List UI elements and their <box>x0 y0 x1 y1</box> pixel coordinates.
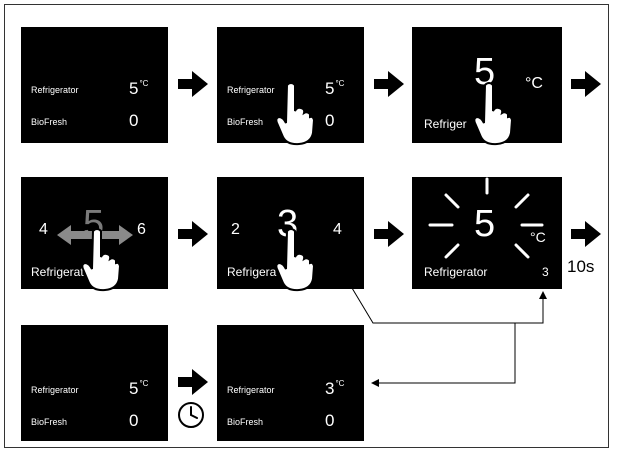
unit-label: °C <box>530 229 546 245</box>
compartment-name: Refriger <box>424 117 467 131</box>
biofresh-label: BioFresh <box>227 117 264 127</box>
blink-rays <box>428 177 544 259</box>
lower-value: 2 <box>231 221 240 238</box>
biofresh-value: 0 <box>129 411 139 430</box>
biofresh-value: 0 <box>129 111 139 130</box>
compartment-name: Refrigerator <box>424 265 488 279</box>
timer-label: 10s <box>567 257 595 276</box>
refrigerator-label: Refrigerator <box>227 85 275 95</box>
unit-label: °C <box>525 75 543 92</box>
right-arrow-icon <box>178 221 208 247</box>
display-screen-6: 5 °C Refrigerator 3 <box>412 177 562 289</box>
right-arrow-icon <box>178 71 208 97</box>
biofresh-value: 0 <box>325 111 335 130</box>
hand-touch-icon <box>275 82 316 146</box>
display-screen-8: Refrigerator 3°C BioFresh 0 <box>217 325 364 441</box>
refrigerator-label: Refrigerator <box>227 385 275 395</box>
compartment-name: Refrigerator <box>31 265 95 279</box>
setpoint-value: 5 <box>474 203 496 245</box>
right-arrow-icon <box>374 71 404 97</box>
biofresh-label: BioFresh <box>227 417 264 427</box>
right-arrow-icon <box>374 221 404 247</box>
right-arrow-icon <box>178 369 208 395</box>
right-arrow-icon <box>571 221 601 247</box>
small-value: 3 <box>542 265 549 279</box>
lower-value: 4 <box>39 221 48 238</box>
hand-touch-icon <box>473 82 514 146</box>
refrigerator-value: 5°C <box>129 379 149 398</box>
clock-icon <box>178 402 204 428</box>
hand-touch-icon <box>81 228 122 292</box>
refrigerator-label: Refrigerator <box>31 85 79 95</box>
refrigerator-value: 5°C <box>325 79 345 98</box>
display-screen-7: Refrigerator 5°C BioFresh 0 <box>21 325 168 441</box>
refrigerator-value: 5°C <box>129 79 149 98</box>
biofresh-label: BioFresh <box>31 117 68 127</box>
refrigerator-label: Refrigerator <box>31 385 79 395</box>
display-screen-1: Refrigerator 5°C BioFresh 0 <box>21 27 168 143</box>
hand-touch-icon <box>275 228 316 292</box>
biofresh-label: BioFresh <box>31 417 68 427</box>
compartment-name: Refrigera <box>227 265 277 279</box>
instruction-diagram: Refrigerator 5°C BioFresh 0 Refrigerator… <box>4 4 609 448</box>
higher-value: 4 <box>333 221 342 238</box>
right-arrow-icon <box>571 71 601 97</box>
refrigerator-value: 3°C <box>325 379 345 398</box>
higher-value: 6 <box>137 221 146 238</box>
biofresh-value: 0 <box>325 411 335 430</box>
